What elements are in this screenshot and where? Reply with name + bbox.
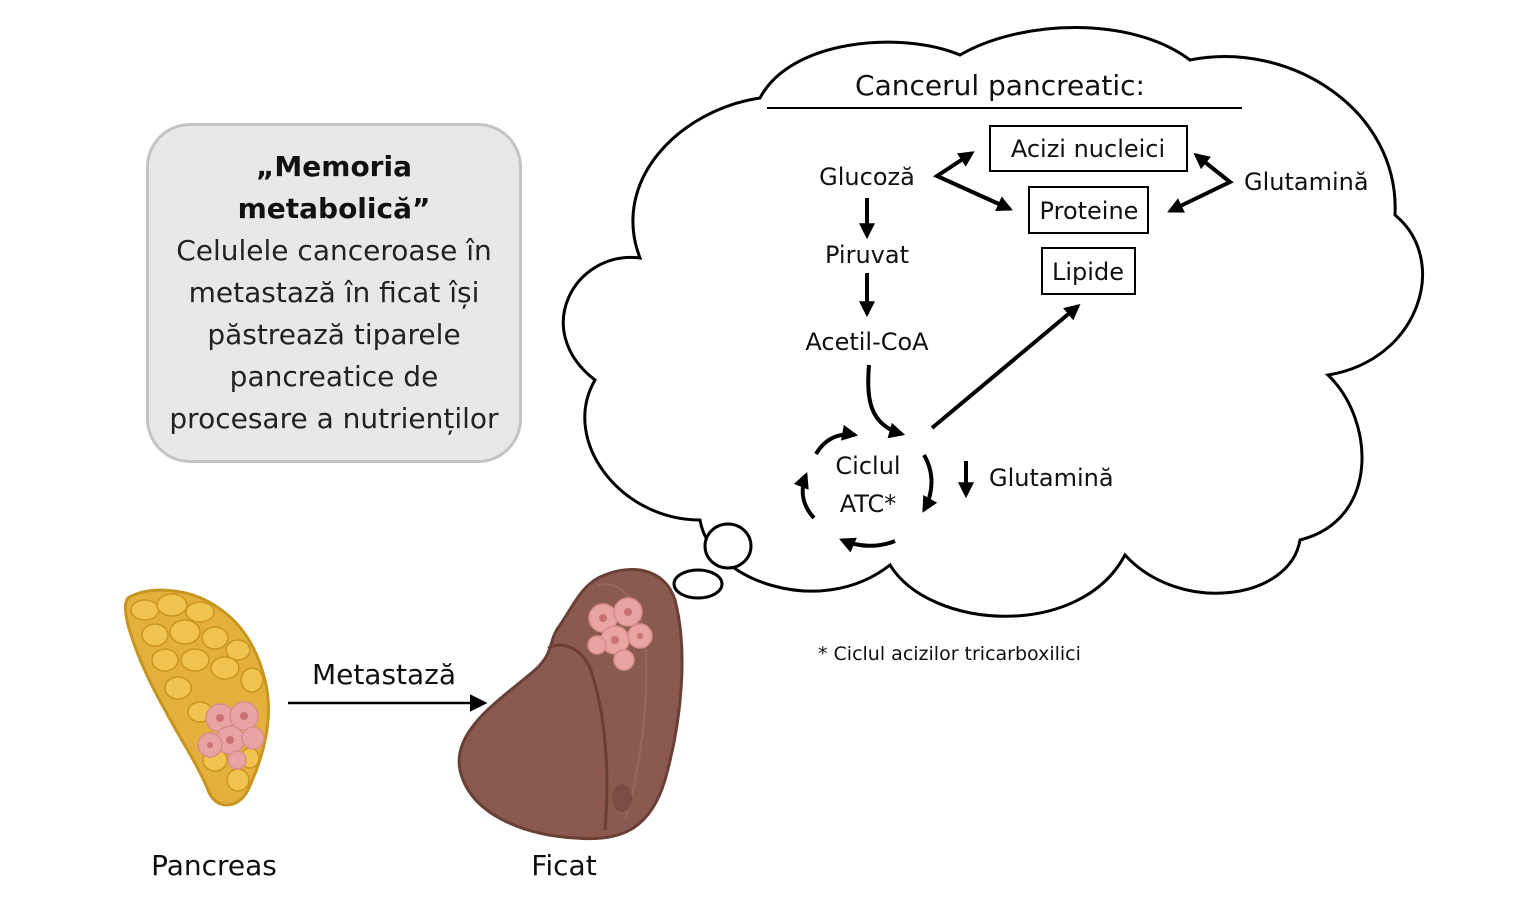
thought-cloud [562, 26, 1424, 618]
arrow-tca-lipids [930, 303, 1081, 430]
pancreas-illustration [123, 588, 270, 807]
glutamine-top-label: Glutamină [1244, 168, 1369, 196]
proteins-box [1028, 186, 1149, 234]
memory-text: Celulele canceroase în metastază în fica… [169, 234, 499, 435]
footnote: * Ciclul acizilor tricarboxilici [818, 643, 1081, 665]
proteins-label: Proteine [1040, 197, 1139, 225]
lipids-box [1041, 247, 1136, 295]
glucose-label: Glucoză [819, 163, 915, 191]
tca-arc-left [793, 472, 816, 520]
memory-title: „Memoria metabolică” [237, 150, 431, 225]
arrow-glutamine-branch [1167, 153, 1234, 213]
pancreas-label: Pancreas [151, 849, 277, 882]
acetyl-coa-label: Acetil-CoA [805, 328, 929, 356]
thought-bubble-medium [672, 568, 724, 600]
arrow-glucose-branch [932, 151, 1013, 212]
glutamine-side-label: Glutamină [989, 464, 1114, 492]
pyruvate-label: Piruvat [825, 241, 909, 269]
nucleic-acids-box [989, 125, 1188, 172]
tca-arc-bottom [839, 537, 896, 553]
cloud-title: Cancerul pancreatic: [855, 69, 1145, 102]
lipids-label: Lipide [1052, 258, 1124, 286]
tca-arc-top [814, 424, 859, 456]
liver-illustration [457, 567, 684, 841]
nucleic-acids-label: Acizi nucleici [1011, 135, 1165, 163]
tca-label-line2: ATC* [840, 490, 897, 518]
metastasis-label: Metastază [312, 658, 456, 691]
tca-label-line1: Ciclul [835, 452, 900, 480]
memory-box: „Memoria metabolică” Celulele canceroase… [146, 123, 522, 463]
tca-arc-right [922, 453, 938, 513]
liver-label: Ficat [531, 849, 596, 882]
arrow-acetyl-tca [866, 364, 906, 439]
thought-bubble-large [703, 522, 753, 570]
